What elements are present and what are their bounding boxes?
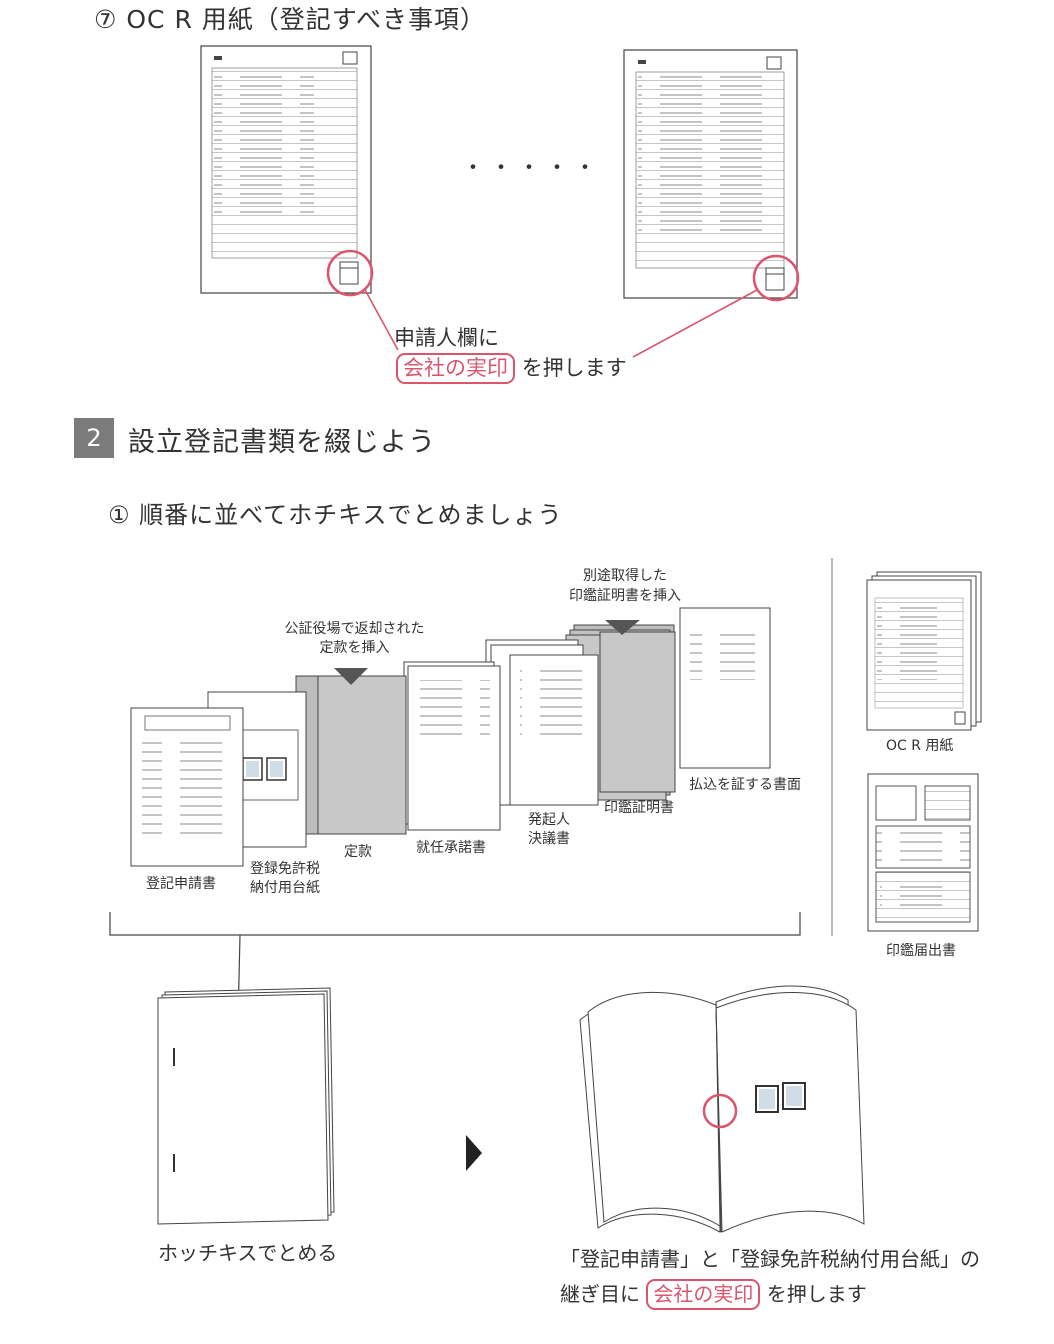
label-shunin: 就任承諾書	[416, 840, 486, 856]
doc-shunin	[403, 661, 501, 831]
label-side-ocr: OC R 用紙	[886, 738, 954, 754]
stamp-circle-right	[752, 254, 800, 302]
pointer-line-right	[632, 289, 758, 358]
label-haraikomi: 払込を証する書面	[689, 777, 801, 793]
side-ocr-forms	[866, 571, 982, 731]
label-toki-shinseisho: 登記申請書	[146, 876, 216, 892]
seam-stamp-circle	[702, 1093, 738, 1129]
ocr-form-right	[623, 49, 798, 299]
doc-teikan	[295, 668, 407, 835]
side-inkan-todoke	[867, 773, 979, 932]
staple-caption: ホッチキスでとめる	[158, 1241, 338, 1265]
ocr-form-left	[200, 45, 372, 294]
stamp-circle-left	[326, 249, 374, 297]
stapled-booklet	[157, 987, 335, 1225]
ocr-stamp-caption-line2: 会社の実印 を押します	[396, 352, 627, 384]
open-book	[579, 985, 865, 1233]
seam-company-seal-highlight: 会社の実印	[646, 1279, 761, 1310]
ocr-stamp-caption-suffix: を押します	[521, 356, 627, 380]
ocr-stamp-caption-line1: 申請人欄に	[394, 326, 499, 350]
label-menkyo-line2: 納付用台紙	[250, 880, 320, 896]
label-teikan: 定款	[344, 844, 372, 860]
doc-toki-shinseisho	[130, 707, 244, 867]
label-inkan-shomei: 印鑑証明書	[604, 800, 674, 816]
label-side-inkan-todoke: 印鑑届出書	[886, 943, 956, 959]
next-arrow	[466, 1135, 482, 1171]
ocr-section-heading: ⑦ OC R 用紙（登記すべき事項）	[94, 5, 487, 34]
pointer-line-left	[363, 287, 399, 351]
section-number-badge: 2	[74, 418, 114, 458]
seam-caption-line1: 「登記申請書」と「登録免許税納付用台紙」の	[560, 1247, 980, 1271]
step-heading: ① 順番に並べてホチキスでとめましょう	[108, 501, 563, 529]
seam-caption-suffix: を押します	[766, 1282, 867, 1306]
label-hokinin-line2: 決議書	[528, 831, 570, 847]
note-inkan-line2: 印鑑証明書を挿入	[569, 588, 681, 604]
label-menkyo-line1: 登録免許税	[250, 861, 320, 877]
section-title: 設立登記書類を綴じよう	[128, 427, 436, 458]
label-hokinin-line1: 発起人	[528, 812, 570, 828]
doc-haraikomi	[679, 607, 771, 769]
seam-caption-line2: 継ぎ目に 会社の実印 を押します	[560, 1277, 867, 1311]
note-teikan-line1: 公証役場で返却された	[284, 621, 425, 637]
note-inkan-line1: 別途取得した	[583, 568, 667, 584]
seam-caption-prefix: 継ぎ目に	[560, 1282, 640, 1306]
ellipsis-dots: ・・・・・	[462, 156, 603, 181]
grouping-bracket	[109, 912, 801, 936]
note-teikan-line2: 定款を挿入	[319, 640, 390, 656]
company-seal-highlight: 会社の実印	[396, 353, 515, 384]
doc-inkan-shomei	[565, 620, 676, 801]
doc-hokinin	[485, 639, 599, 806]
